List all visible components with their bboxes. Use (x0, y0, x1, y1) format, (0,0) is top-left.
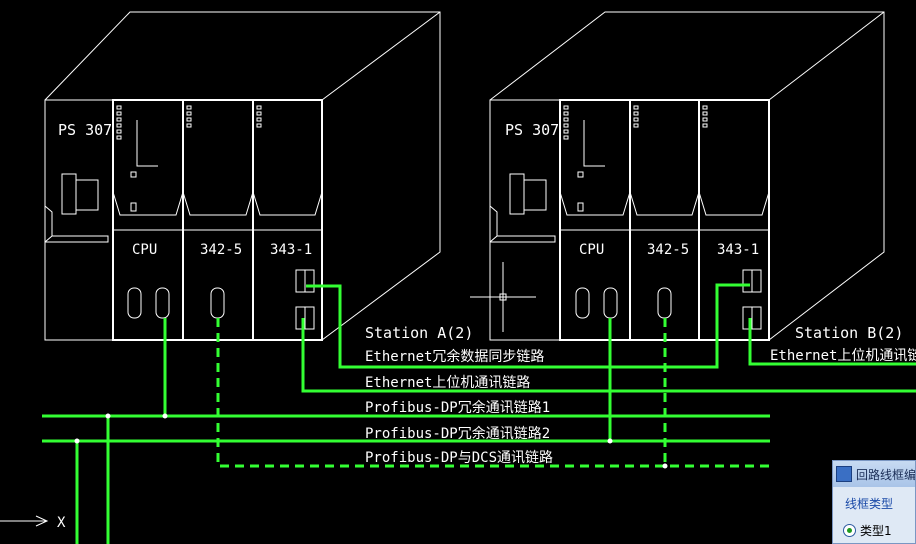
station-b-342-module (629, 99, 700, 341)
station-a (44, 11, 441, 341)
station-b-rack-outline (489, 11, 885, 341)
station-a-ps-label: PS 307 (58, 121, 112, 139)
station-a-343-label: 343-1 (270, 242, 312, 258)
crosshair-cursor-icon (470, 262, 536, 332)
station-b-led-strip (563, 105, 708, 140)
link-label-ethernet-hmi: Ethernet上位机通讯链路 (365, 375, 530, 391)
link-label-profibus-dcs: Profibus-DP与DCS通讯链路 (365, 450, 553, 466)
station-b-343-label: 343-1 (717, 242, 759, 258)
frame-type-option-1[interactable]: 类型1 (833, 512, 915, 539)
station-a-rack-outline (44, 11, 441, 341)
station-a-cpu-keyswitch (136, 120, 158, 167)
station-a-cpu-port-2 (155, 287, 170, 319)
station-b (489, 11, 885, 341)
link-label-profibus-1: Profibus-DP冗余通讯链路1 (365, 399, 550, 416)
frame-type-option-1-label: 类型1 (860, 524, 892, 538)
station-a-cpu-label: CPU (132, 242, 157, 258)
station-a-cpu-module (112, 99, 184, 341)
dialog-title-bar[interactable]: 回路线框编辑 (833, 461, 915, 487)
station-a-342-port (210, 287, 225, 319)
link-profibus-dcs (216, 318, 770, 468)
link-label-profibus-2: Profibus-DP冗余通讯链路2 (365, 425, 550, 442)
station-a-name: Station A(2) (365, 324, 473, 342)
station-a-cpu-port-1 (127, 287, 142, 319)
station-a-led-strip (116, 105, 262, 140)
station-a-342-module (182, 99, 254, 341)
link-junctions (74, 413, 668, 469)
station-a-ps-terminal (75, 179, 99, 211)
link-ethernet-hmi-b (748, 318, 916, 366)
ucs-axis-icon (0, 515, 49, 527)
station-b-342-label: 342-5 (647, 242, 689, 258)
station-a-rack-edge (321, 11, 441, 101)
station-b-343-module (698, 99, 770, 341)
station-a-343-module (252, 99, 323, 341)
station-a-ps-switch (61, 173, 77, 215)
frame-type-group-label: 线框类型 (845, 497, 894, 511)
station-b-ps-label: PS 307 (505, 121, 559, 139)
network-links (42, 283, 916, 544)
radio-selected-icon[interactable] (843, 524, 856, 537)
station-b-name: Station B(2) (795, 324, 903, 342)
ucs-axis-label: X (57, 515, 66, 531)
link-ethernet-hmi (301, 318, 916, 393)
app-icon (836, 466, 852, 482)
link-label-ethernet-sync: Ethernet冗余数据同步链路 (365, 348, 544, 365)
station-b-cpu-label: CPU (579, 242, 604, 258)
link-ethernet-sync (306, 283, 750, 369)
frame-edit-dialog[interactable]: 回路线框编辑 线框类型 类型1 (832, 460, 916, 544)
station-a-342-label: 342-5 (200, 242, 242, 258)
station-b-cpu-module (559, 99, 631, 341)
station-b-partial-link-label: Ethernet上位机通讯链 (770, 348, 916, 364)
dialog-title: 回路线框编辑 (856, 467, 916, 482)
